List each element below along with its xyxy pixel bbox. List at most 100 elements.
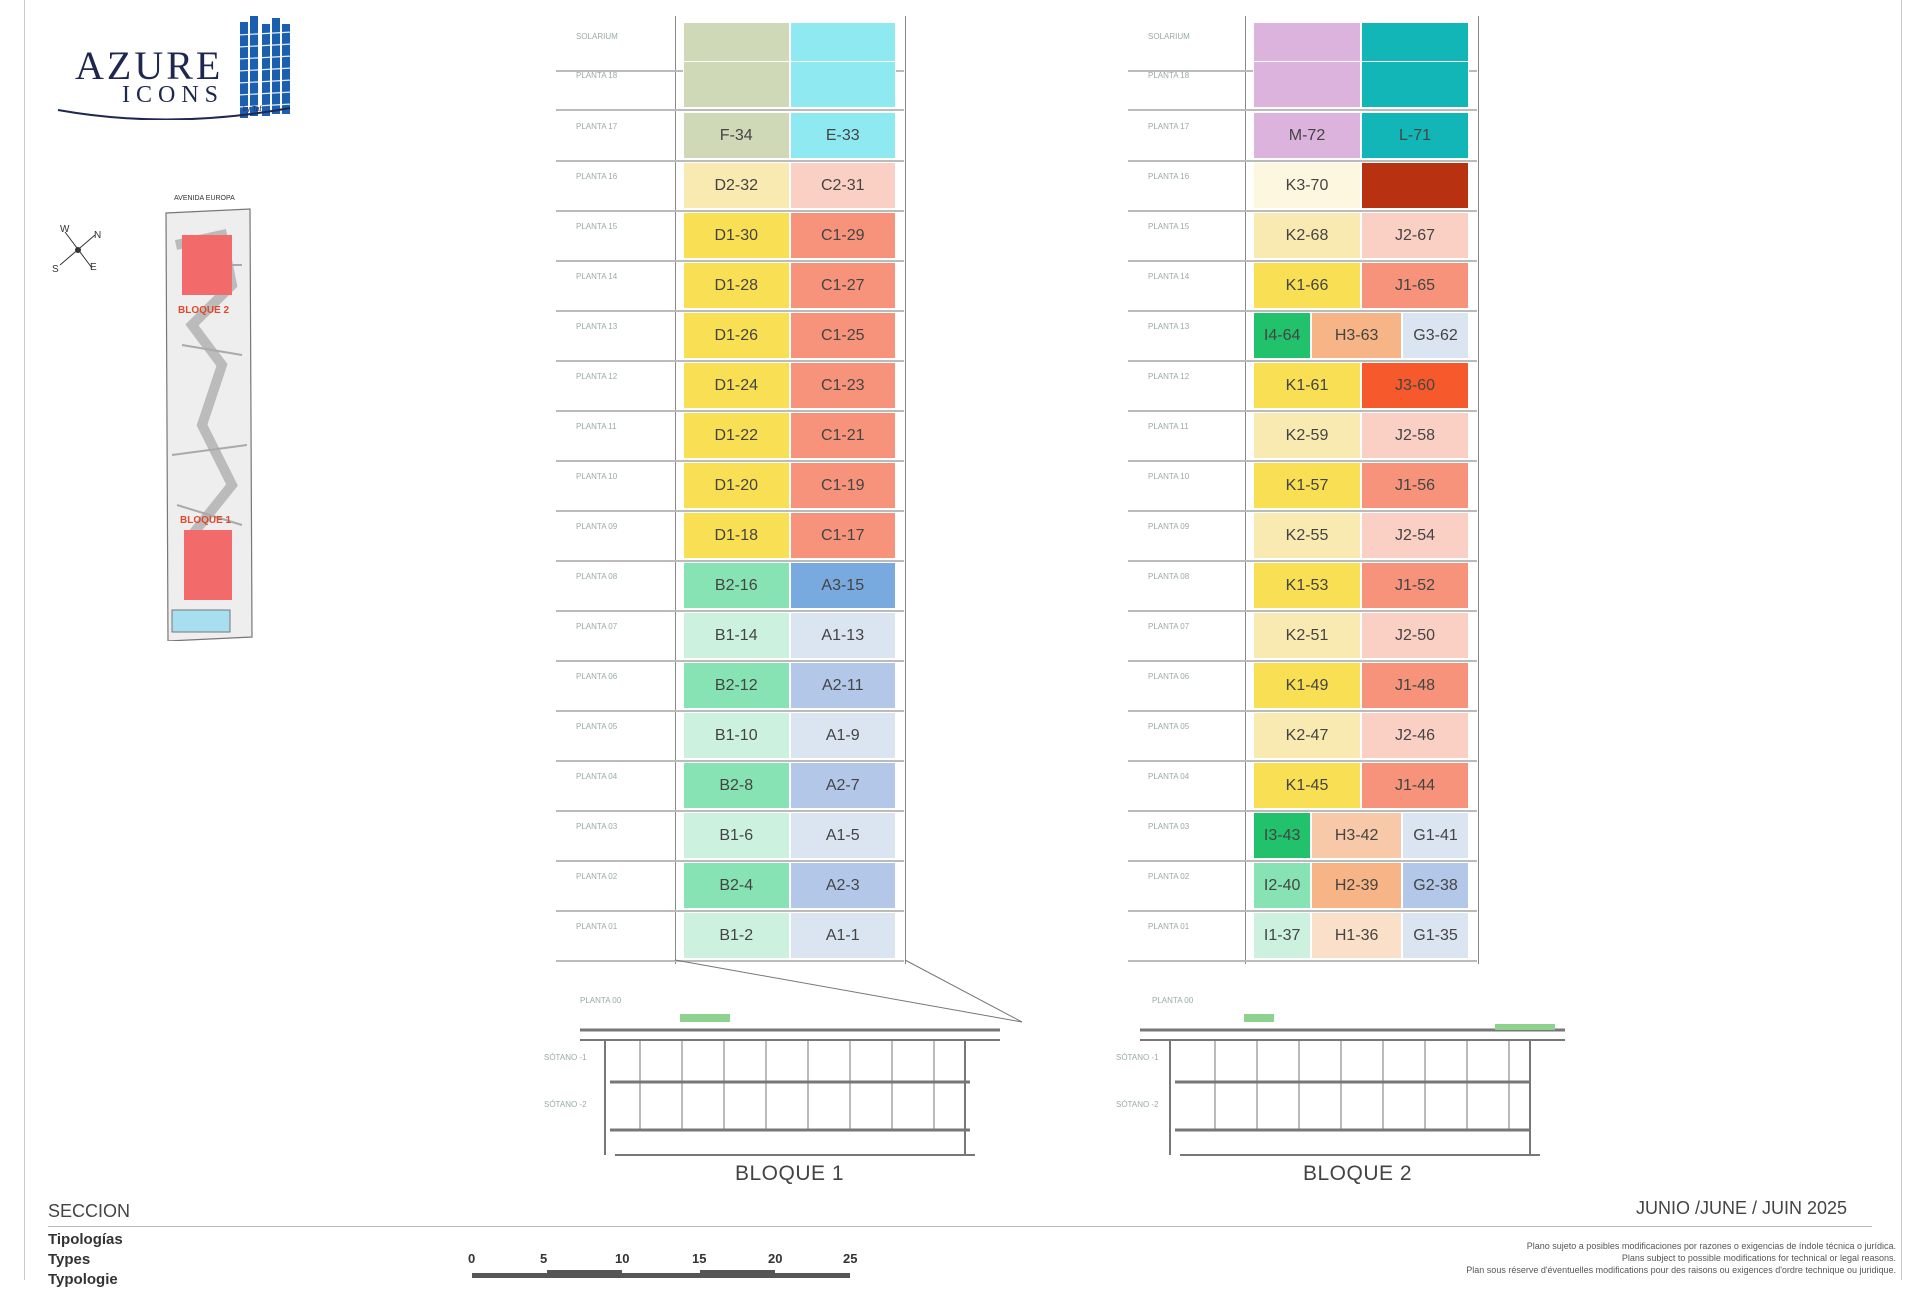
bloque1-unit[interactable]: C1-23 [789, 362, 896, 409]
bloque2-unit[interactable]: J1-56 [1361, 462, 1469, 509]
bloque2-unit[interactable] [1253, 61, 1361, 108]
bloque1-unit[interactable]: C1-25 [789, 312, 896, 359]
bloque2-unit[interactable]: K2-47 [1253, 712, 1361, 759]
bloque1-unit[interactable]: D1-28 [683, 262, 790, 309]
bloque1-unit[interactable]: D1-20 [683, 462, 790, 509]
bloque1-unit[interactable]: B2-12 [683, 662, 790, 709]
bloque1-floor-label: PLANTA 08 [576, 572, 618, 581]
bloque2-unit[interactable]: J1-48 [1361, 662, 1469, 709]
site-plan-block2-label: BLOQUE 2 [178, 305, 230, 316]
bloque1-floor-label: PLANTA 16 [576, 172, 618, 181]
bloque2-unit[interactable]: J2-58 [1361, 412, 1469, 459]
bloque1-unit[interactable]: D1-26 [683, 312, 790, 359]
bloque2-unit[interactable]: J1-52 [1361, 562, 1469, 609]
bloque1-unit[interactable]: A2-3 [789, 862, 896, 909]
bloque2-unit[interactable]: G2-38 [1402, 862, 1469, 909]
bloque1-floor-label: PLANTA 06 [576, 672, 618, 681]
bloque1-unit[interactable]: D1-30 [683, 212, 790, 259]
bloque2-unit[interactable]: K1-49 [1253, 662, 1361, 709]
bloque2-floor-line [1128, 860, 1477, 862]
bloque1-unit[interactable] [683, 61, 790, 108]
compass-icon: N E S W [52, 224, 101, 275]
bloque1-floor-label: PLANTA 03 [576, 822, 618, 831]
bloque1-unit[interactable]: A2-7 [789, 762, 896, 809]
bloque2-unit[interactable]: K3-70 [1253, 162, 1361, 209]
bloque1-unit[interactable]: B1-6 [683, 812, 790, 859]
bloque1-floor-line [556, 560, 904, 562]
bloque1-unit[interactable]: D1-18 [683, 512, 790, 559]
bloque2-unit[interactable]: I1-37 [1253, 912, 1312, 959]
bloque2-unit[interactable]: K1-66 [1253, 262, 1361, 309]
bloque1-floor-line [556, 260, 904, 262]
bloque1-unit[interactable]: A1-9 [789, 712, 896, 759]
bloque2-unit[interactable]: G1-35 [1402, 912, 1469, 959]
bloque1-unit[interactable]: D1-22 [683, 412, 790, 459]
bloque2-unit[interactable]: I3-43 [1253, 812, 1312, 859]
bloque1-floor-label: SOLARIUM [576, 32, 618, 41]
bloque1-unit[interactable]: E-33 [789, 112, 896, 159]
bloque2-unit[interactable]: K2-59 [1253, 412, 1361, 459]
bloque1-floor-label: PLANTA 01 [576, 922, 618, 931]
bloque2-floor-line [1128, 560, 1477, 562]
bloque2-unit[interactable]: H1-36 [1311, 912, 1403, 959]
scale-25: 25 [843, 1251, 858, 1266]
bloque1-unit[interactable]: F-34 [683, 112, 790, 159]
bloque2-unit[interactable]: K1-61 [1253, 362, 1361, 409]
bloque1-unit[interactable]: B2-8 [683, 762, 790, 809]
bloque2-unit[interactable]: J2-46 [1361, 712, 1469, 759]
bloque2-floor-label: PLANTA 01 [1148, 922, 1190, 931]
bloque1-unit[interactable]: C1-21 [789, 412, 896, 459]
bloque1-unit[interactable]: D1-24 [683, 362, 790, 409]
bloque2-unit[interactable]: K2-55 [1253, 512, 1361, 559]
bloque2-unit[interactable]: K2-51 [1253, 612, 1361, 659]
bloque2-unit[interactable]: K2-68 [1253, 212, 1361, 259]
bloque1-unit[interactable]: D2-32 [683, 162, 790, 209]
bloque2-unit[interactable]: J2-67 [1361, 212, 1469, 259]
bloque1-unit[interactable]: B1-14 [683, 612, 790, 659]
bloque2-unit[interactable]: H3-42 [1311, 812, 1403, 859]
bloque1-unit[interactable] [789, 61, 896, 108]
site-plan-block1-label: BLOQUE 1 [180, 515, 232, 526]
bloque2-ground-label: PLANTA 00 [1152, 996, 1194, 1005]
bloque1-unit[interactable]: B1-10 [683, 712, 790, 759]
bloque2-unit[interactable]: I4-64 [1253, 312, 1312, 359]
bloque2-floor-label: PLANTA 11 [1148, 422, 1189, 431]
bloque2-unit[interactable]: M-72 [1253, 112, 1361, 159]
bloque2-unit[interactable]: H3-63 [1311, 312, 1403, 359]
bloque1-unit[interactable]: A3-15 [789, 562, 896, 609]
bloque1-unit[interactable]: C1-19 [789, 462, 896, 509]
bloque1-unit[interactable]: B1-2 [683, 912, 790, 959]
bloque2-unit[interactable]: J3-60 [1361, 362, 1469, 409]
bloque2-unit[interactable]: G3-62 [1402, 312, 1469, 359]
bloque2-unit[interactable]: J1-65 [1361, 262, 1469, 309]
bloque1-unit[interactable]: C2-31 [789, 162, 896, 209]
bloque2-unit[interactable]: J1-44 [1361, 762, 1469, 809]
bloque1-unit[interactable]: C1-27 [789, 262, 896, 309]
bloque2-floor-line [1128, 710, 1477, 712]
bloque2-unit[interactable]: J2-50 [1361, 612, 1469, 659]
svg-text:S: S [52, 264, 59, 275]
scale-bar-line [472, 1273, 850, 1278]
bloque2-unit[interactable]: H2-39 [1311, 862, 1403, 909]
bloque1-floor-line [556, 910, 904, 912]
bloque2-floor-line [1128, 360, 1477, 362]
bloque2-unit[interactable] [1361, 162, 1469, 209]
bloque2-unit[interactable]: K1-45 [1253, 762, 1361, 809]
bloque2-floor-label: PLANTA 14 [1148, 272, 1190, 281]
bloque1-unit[interactable]: B2-4 [683, 862, 790, 909]
bloque1-unit[interactable]: C1-17 [789, 512, 896, 559]
bloque2-floor-line [1128, 610, 1477, 612]
bloque1-unit[interactable]: C1-29 [789, 212, 896, 259]
bloque2-unit[interactable]: K1-53 [1253, 562, 1361, 609]
bloque1-unit[interactable]: A1-1 [789, 912, 896, 959]
bloque2-unit[interactable]: G1-41 [1402, 812, 1469, 859]
bloque1-unit[interactable]: A1-5 [789, 812, 896, 859]
bloque2-unit[interactable]: J2-54 [1361, 512, 1469, 559]
bloque2-unit[interactable] [1361, 61, 1469, 108]
bloque1-unit[interactable]: A2-11 [789, 662, 896, 709]
bloque1-unit[interactable]: B2-16 [683, 562, 790, 609]
bloque1-unit[interactable]: A1-13 [789, 612, 896, 659]
bloque2-unit[interactable]: I2-40 [1253, 862, 1312, 909]
bloque2-unit[interactable]: L-71 [1361, 112, 1469, 159]
bloque2-unit[interactable]: K1-57 [1253, 462, 1361, 509]
